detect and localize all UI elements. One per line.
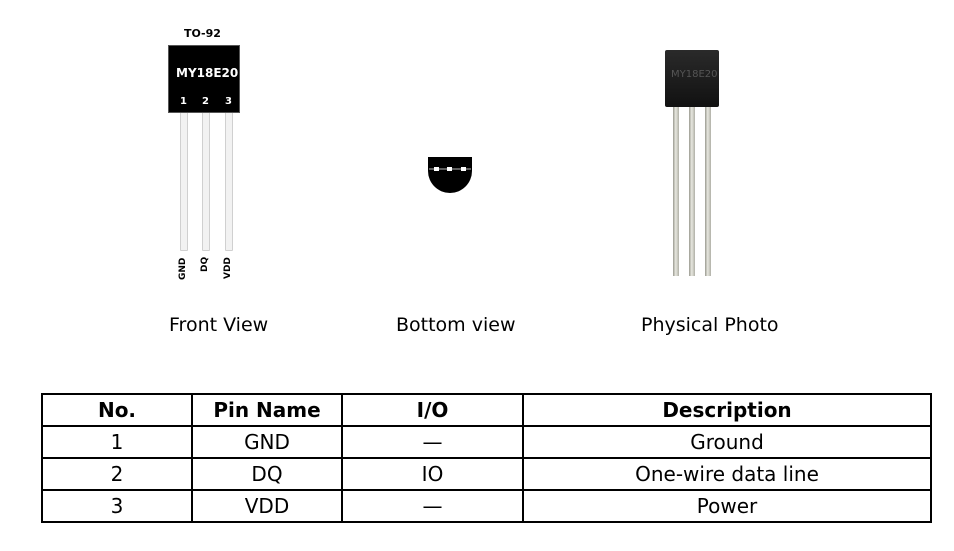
pin-label-vdd: VDD — [223, 257, 233, 279]
bottom-view-caption: Bottom view — [396, 314, 516, 336]
pin-number-2: 2 — [202, 96, 209, 107]
cell-no: 2 — [41, 457, 193, 491]
pin-number-3: 3 — [225, 96, 232, 107]
cell-pin-name: VDD — [191, 489, 343, 523]
photo-lead-2 — [689, 104, 695, 276]
pin-1-lead — [180, 112, 188, 251]
cell-description: Power — [522, 489, 932, 523]
cell-description: Ground — [522, 425, 932, 459]
header-description: Description — [522, 393, 932, 427]
photo-chip-marking: MY18E20 — [671, 69, 718, 80]
pin-table: No. Pin Name I/O Description 1 GND — Gro… — [41, 393, 932, 523]
cell-io: — — [341, 425, 524, 459]
pin-label-gnd: GND — [178, 257, 188, 280]
cell-io: — — [341, 489, 524, 523]
header-pin-name: Pin Name — [191, 393, 343, 427]
bottom-view-diagram — [428, 157, 472, 193]
pin-number-1: 1 — [180, 96, 187, 107]
photo-lead-1 — [673, 104, 679, 276]
header-no: No. — [41, 393, 193, 427]
photo-lead-3 — [705, 104, 711, 276]
photo-chip-body: MY18E20 — [665, 50, 719, 107]
package-label: TO-92 — [184, 27, 221, 40]
cell-pin-name: DQ — [191, 457, 343, 491]
cell-description: One-wire data line — [522, 457, 932, 491]
chip-body: MY18E20 1 2 3 — [168, 45, 240, 113]
table-row: 2 DQ IO One-wire data line — [41, 457, 932, 491]
front-view-caption: Front View — [169, 314, 269, 336]
cell-io: IO — [341, 457, 524, 491]
cell-no: 3 — [41, 489, 193, 523]
cell-pin-name: GND — [191, 425, 343, 459]
pin-3-lead — [225, 112, 233, 251]
chip-marking: MY18E20 — [176, 66, 239, 80]
pin-label-dq: DQ — [200, 256, 210, 272]
pin-2-lead — [202, 112, 210, 251]
table-row: 1 GND — Ground — [41, 425, 932, 459]
header-io: I/O — [341, 393, 524, 427]
cell-no: 1 — [41, 425, 193, 459]
table-header-row: No. Pin Name I/O Description — [41, 393, 932, 427]
photo-caption: Physical Photo — [641, 314, 779, 336]
table-row: 3 VDD — Power — [41, 489, 932, 523]
